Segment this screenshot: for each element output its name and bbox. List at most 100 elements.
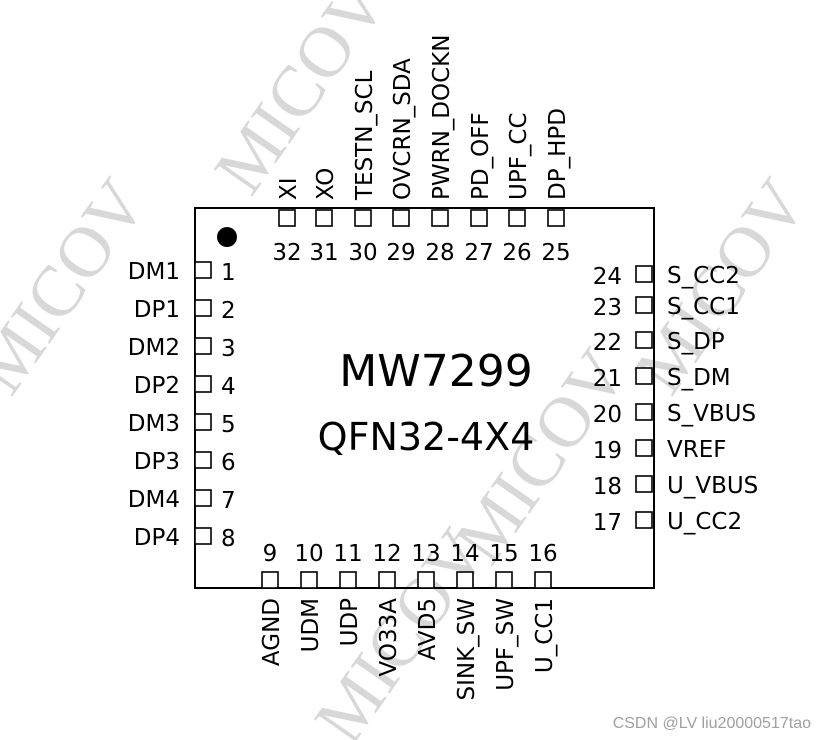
pin-4-pad	[194, 375, 212, 393]
pin-5-pad	[194, 413, 212, 431]
pin-27-pad	[470, 209, 488, 227]
pin-3-name: DM2	[128, 335, 180, 361]
pin-30-pad	[354, 209, 372, 227]
pin-13-name: AVD5	[415, 598, 441, 660]
pin-10-name: UDM	[298, 598, 324, 652]
watermark-text: MICOV	[0, 165, 162, 407]
pin-31-number: 31	[309, 240, 338, 266]
pin-32-name: XI	[276, 177, 302, 200]
pin-15-pad	[495, 571, 513, 589]
pin-28-number: 28	[425, 240, 454, 266]
pin-15-number: 15	[489, 541, 518, 567]
pin-6-number: 6	[221, 450, 236, 476]
pin1-marker-dot	[217, 227, 237, 247]
pin-18-number: 18	[593, 474, 622, 500]
pin-24-name: S_CC2	[667, 263, 740, 289]
pin-16-number: 16	[528, 541, 557, 567]
pin-1-pad	[194, 261, 212, 279]
pin-9-pad	[261, 571, 279, 589]
pin-21-number: 21	[593, 366, 622, 392]
pin-1-name: DM1	[128, 259, 180, 285]
pin-7-pad	[194, 489, 212, 507]
pin-23-pad	[635, 296, 653, 314]
pin-22-name: S_DP	[667, 329, 725, 355]
pin-30-number: 30	[348, 240, 377, 266]
pin-11-pad	[339, 571, 357, 589]
pin-31-name: XO	[313, 168, 339, 200]
pin-12-name: VO33A	[376, 598, 402, 677]
pin-10-number: 10	[294, 541, 323, 567]
pin-26-name: UPF_CC	[506, 112, 532, 200]
credit-text: CSDN @LV liu20000517tao	[613, 715, 811, 732]
pin-14-pad	[456, 571, 474, 589]
pin-22-number: 22	[593, 330, 622, 356]
pin-8-pad	[194, 527, 212, 545]
pin-3-pad	[194, 337, 212, 355]
pin-6-name: DP3	[134, 449, 180, 475]
pin-23-number: 23	[593, 295, 622, 321]
pin-7-number: 7	[221, 488, 236, 514]
pin-5-name: DM3	[128, 411, 180, 437]
pin-25-name: DP_HPD	[545, 108, 571, 200]
pin-23-name: S_CC1	[667, 294, 740, 320]
pin-32-pad	[278, 209, 296, 227]
pin-4-number: 4	[221, 374, 236, 400]
pin-12-pad	[378, 571, 396, 589]
pin-19-name: VREF	[667, 437, 726, 463]
pin-29-number: 29	[386, 240, 415, 266]
pin-9-name: AGND	[259, 598, 285, 666]
pin-8-number: 8	[221, 526, 236, 552]
pin-2-pad	[194, 299, 212, 317]
pin-15-name: UPF_SW	[493, 598, 519, 691]
pin-24-number: 24	[593, 264, 622, 290]
pin-4-name: DP2	[134, 373, 180, 399]
pin-2-number: 2	[221, 298, 236, 324]
pin-17-name: U_CC2	[667, 509, 742, 535]
pin-31-pad	[315, 209, 333, 227]
pin-11-name: UDP	[337, 598, 363, 647]
pin-25-pad	[547, 209, 565, 227]
package-label: QFN32-4X4	[318, 415, 535, 459]
pin-10-pad	[300, 571, 318, 589]
pin-32-number: 32	[272, 240, 301, 266]
pin-5-number: 5	[221, 412, 236, 438]
pin-20-name: S_VBUS	[667, 401, 756, 427]
pin-22-pad	[635, 331, 653, 349]
pin-14-name: SINK_SW	[454, 598, 480, 701]
pin-11-number: 11	[333, 541, 362, 567]
pin-21-pad	[635, 367, 653, 385]
pin-28-name: PWRN_DOCKN	[429, 35, 455, 200]
pin-26-number: 26	[502, 240, 531, 266]
pin-1-number: 1	[221, 260, 236, 286]
pin-12-number: 12	[372, 541, 401, 567]
pin-30-name: TESTN_SCL	[352, 70, 378, 201]
pin-25-number: 25	[541, 240, 570, 266]
pin-19-pad	[635, 439, 653, 457]
pin-9-number: 9	[263, 541, 278, 567]
pin-19-number: 19	[593, 438, 622, 464]
pin-27-name: PD_OFF	[468, 112, 494, 200]
pin-27-number: 27	[464, 240, 493, 266]
pin-18-pad	[635, 475, 653, 493]
pin-6-pad	[194, 451, 212, 469]
pin-26-pad	[508, 209, 526, 227]
pin-21-name: S_DM	[667, 365, 731, 391]
pin-29-pad	[392, 209, 410, 227]
pin-18-name: U_VBUS	[667, 473, 758, 499]
pin-3-number: 3	[221, 336, 236, 362]
pin-20-pad	[635, 403, 653, 421]
pin-16-name: U_CC1	[532, 598, 558, 673]
pin-14-number: 14	[450, 541, 479, 567]
pin-7-name: DM4	[128, 487, 180, 513]
pin-29-name: OVCRN_SDA	[390, 58, 416, 200]
pin-17-pad	[635, 511, 653, 529]
pin-13-pad	[417, 571, 435, 589]
pin-8-name: DP4	[134, 525, 180, 551]
pin-13-number: 13	[411, 541, 440, 567]
pin-28-pad	[431, 209, 449, 227]
pin-24-pad	[635, 265, 653, 283]
pin-2-name: DP1	[134, 297, 180, 323]
pin-16-pad	[534, 571, 552, 589]
